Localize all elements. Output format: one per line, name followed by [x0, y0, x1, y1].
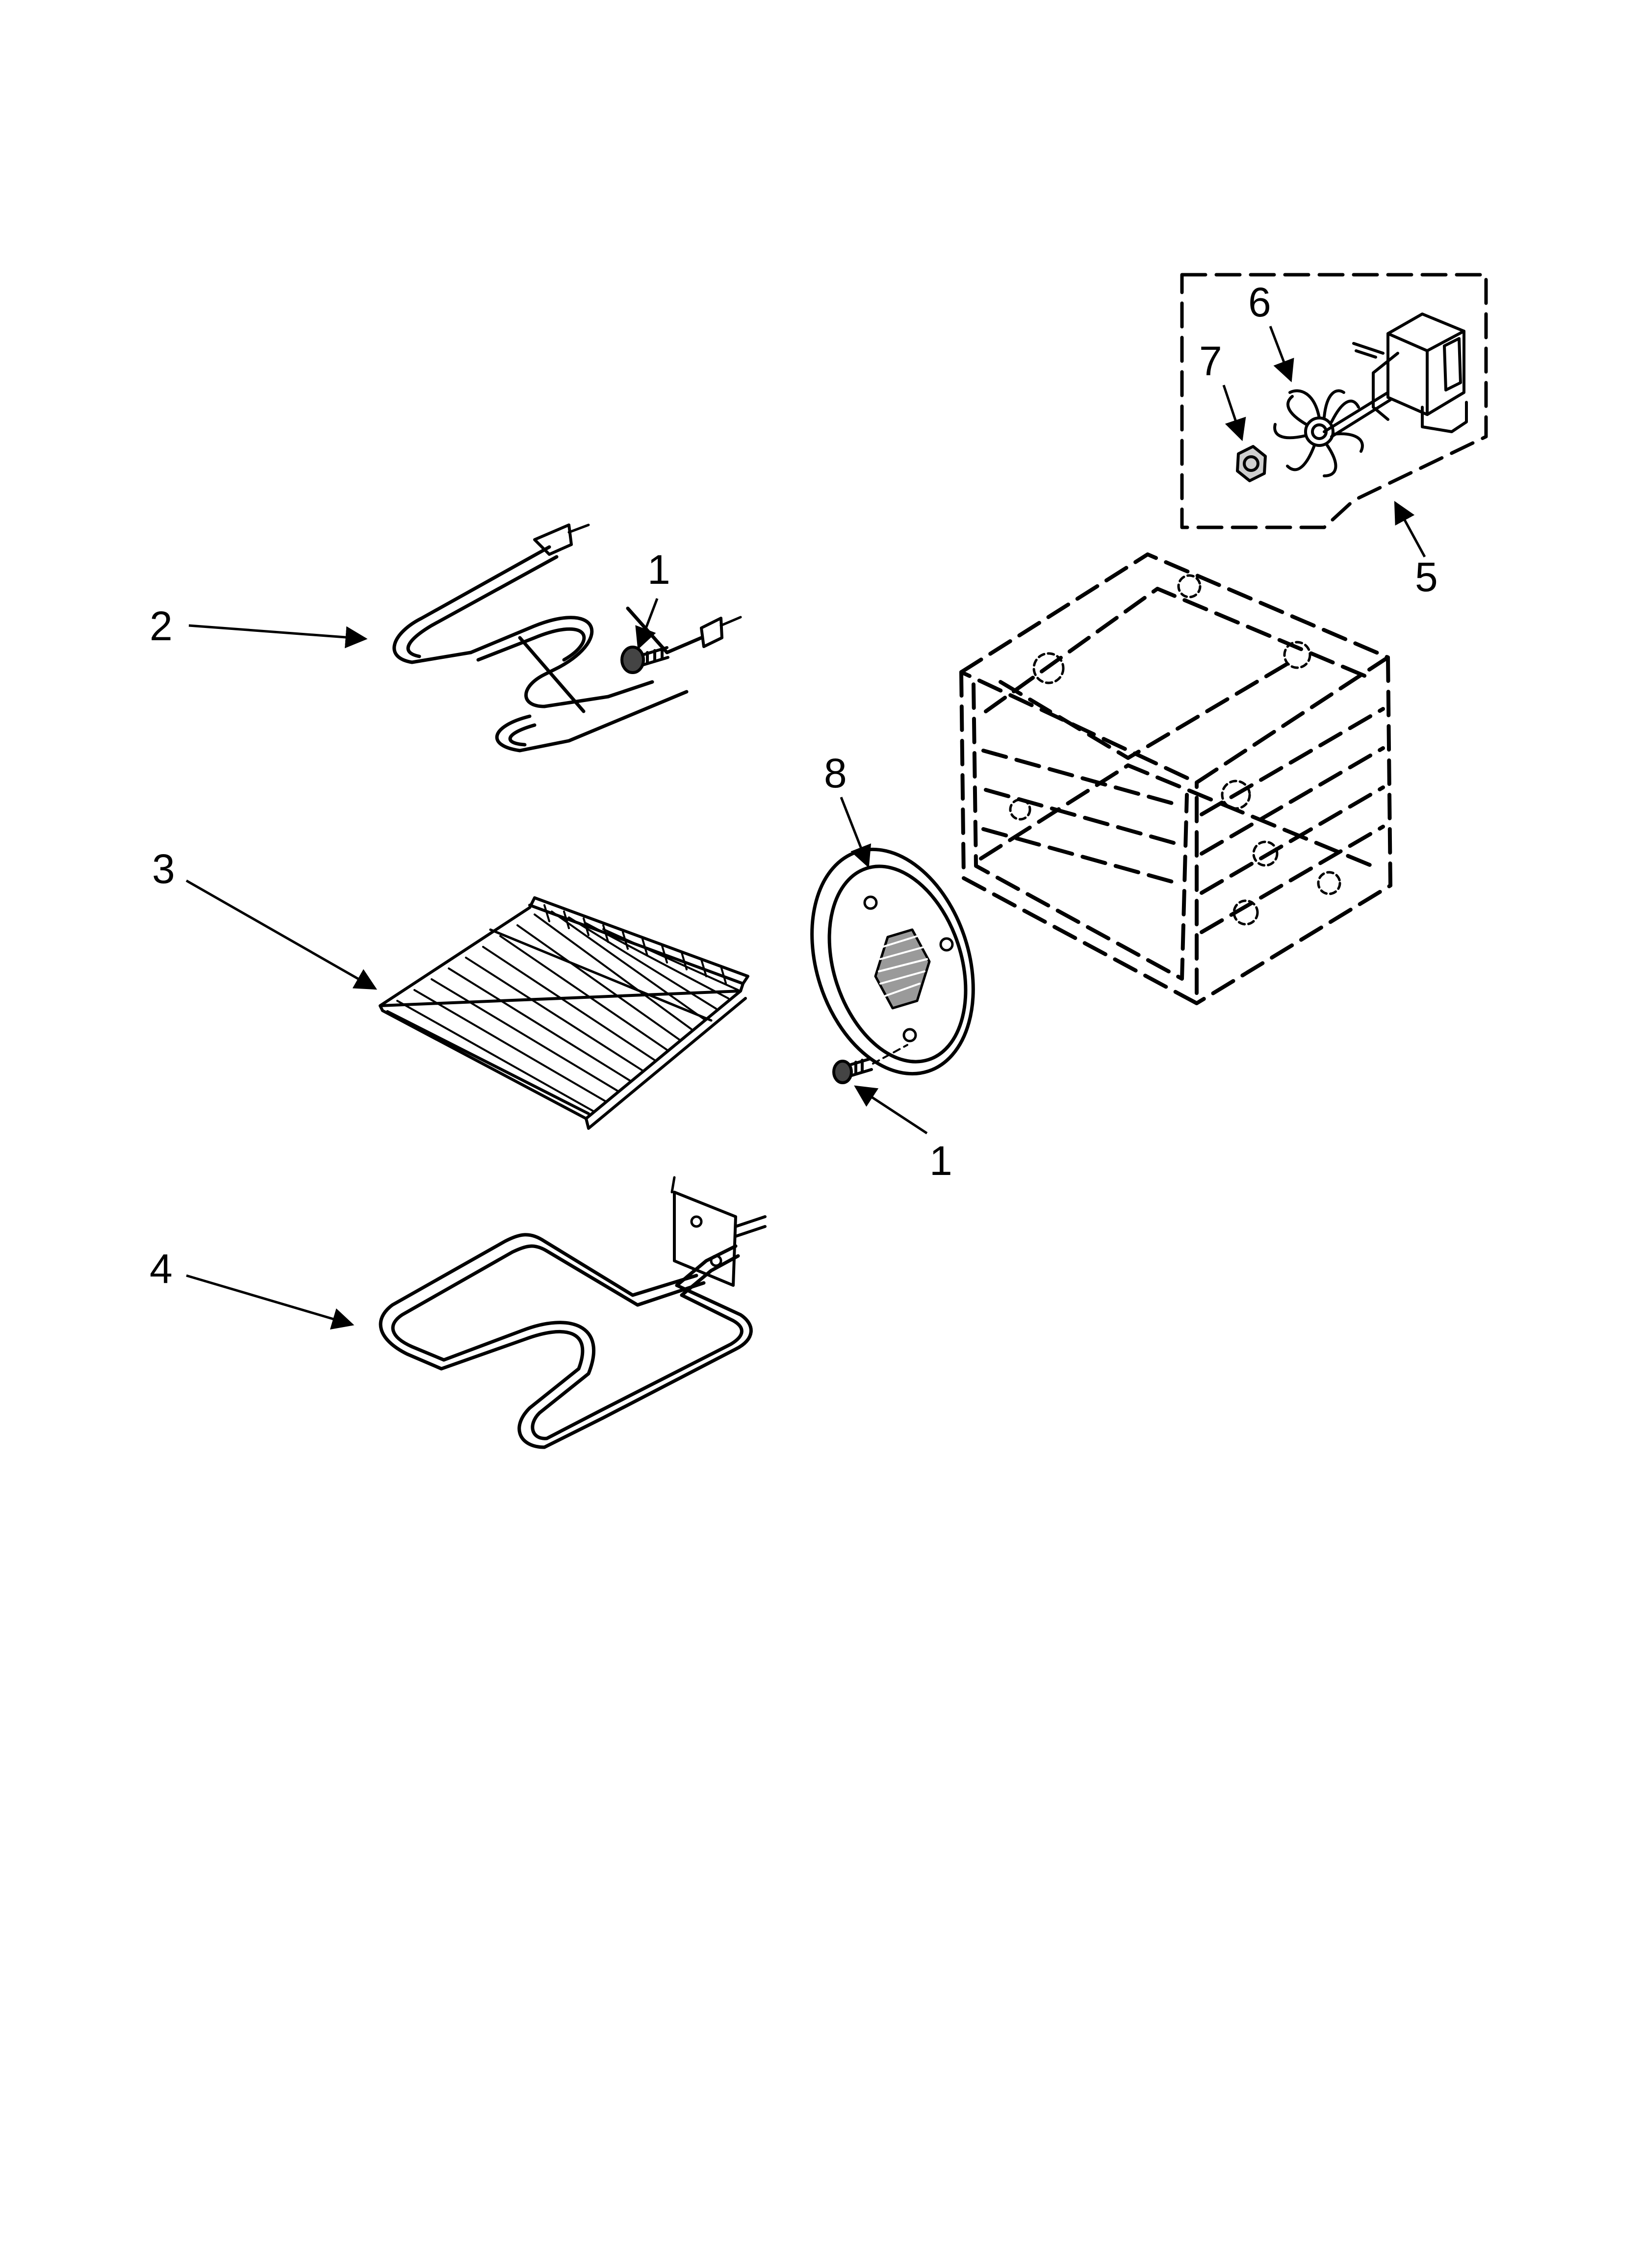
callout-3: 3: [152, 846, 175, 892]
cavity-holes: [1009, 574, 1341, 926]
cover-screw: [832, 1044, 908, 1084]
callout-2: 2: [150, 603, 173, 649]
broil-element: [392, 523, 742, 753]
fan-blade: [1273, 389, 1364, 477]
leader-lines: [185, 326, 1426, 1330]
fan-cover: [810, 847, 975, 1076]
oven-rack: [379, 896, 749, 1130]
callout-1-bottom: 1: [929, 1138, 952, 1184]
leader-5: [1394, 501, 1426, 558]
callout-1-top: 1: [647, 547, 670, 593]
leader-2: [188, 624, 368, 649]
leader-1-bottom: [854, 1085, 928, 1135]
callout-5: 5: [1415, 554, 1438, 600]
leader-7: [1222, 385, 1246, 442]
bake-element: [379, 1176, 767, 1449]
callout-6: 6: [1248, 279, 1271, 325]
callout-7: 7: [1199, 338, 1222, 384]
motor-assembly-box: [1180, 273, 1488, 529]
fan-nut: [1236, 445, 1267, 482]
oven-cavity-outline: [959, 552, 1392, 1005]
leader-6: [1269, 326, 1294, 383]
leader-1-top: [635, 598, 659, 650]
callout-8: 8: [824, 750, 847, 796]
callout-labels: 1 2 3 4 5 6 7 8 1: [150, 279, 1438, 1292]
leader-3: [185, 879, 377, 990]
callout-4: 4: [150, 1246, 173, 1292]
leader-8: [840, 797, 872, 868]
terminal-screw-top: [620, 646, 669, 674]
leader-4: [186, 1274, 355, 1330]
fan-motor: [1323, 313, 1468, 438]
